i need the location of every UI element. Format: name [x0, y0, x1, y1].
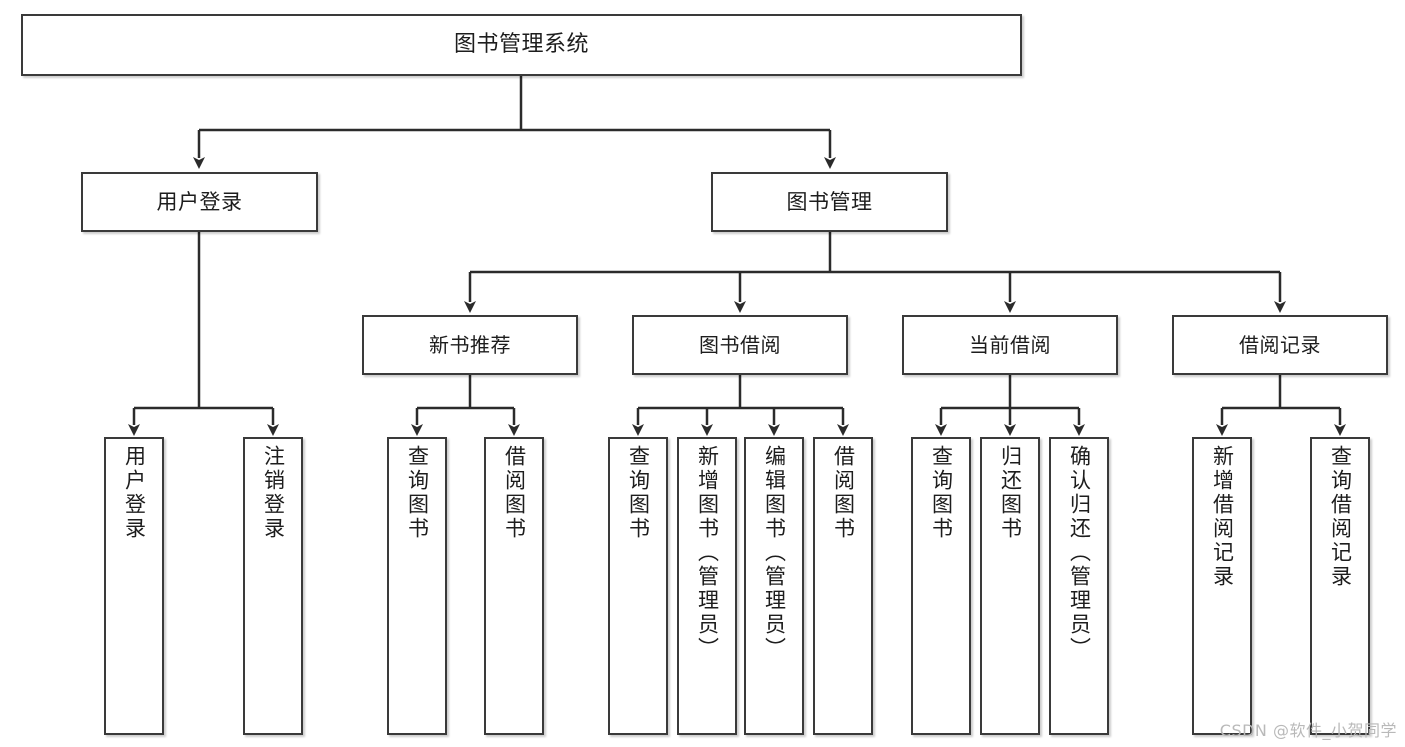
- node-book-borrow-label: 图书借阅: [699, 332, 781, 357]
- node-leaf-edit-book[interactable]: 编辑图书（管理员）: [744, 437, 804, 735]
- node-new-book-recommend-label: 新书推荐: [429, 332, 511, 357]
- node-leaf-query-record-label: 查询借阅记录: [1328, 445, 1353, 589]
- node-current-borrow-label: 当前借阅: [969, 332, 1051, 357]
- node-leaf-edit-book-label: 编辑图书（管理员）: [762, 445, 787, 661]
- node-leaf-query-book-1-label: 查询图书: [405, 445, 430, 541]
- node-leaf-return-book-label: 归还图书: [998, 445, 1023, 541]
- node-leaf-query-book-3[interactable]: 查询图书: [911, 437, 971, 735]
- node-leaf-add-book-label: 新增图书（管理员）: [695, 445, 720, 661]
- node-leaf-query-book-2[interactable]: 查询图书: [608, 437, 668, 735]
- node-leaf-query-record[interactable]: 查询借阅记录: [1310, 437, 1370, 735]
- node-leaf-user-login[interactable]: 用户登录: [104, 437, 164, 735]
- node-borrow-record[interactable]: 借阅记录: [1172, 315, 1388, 375]
- node-root-label: 图书管理系统: [453, 32, 589, 58]
- node-book-borrow[interactable]: 图书借阅: [632, 315, 848, 375]
- watermark: CSDN @软件_小贺同学: [1219, 721, 1397, 740]
- node-leaf-logout-login-label: 注销登录: [261, 445, 286, 541]
- node-leaf-query-book-2-label: 查询图书: [626, 445, 651, 541]
- node-leaf-query-book-3-label: 查询图书: [929, 445, 954, 541]
- node-leaf-confirm-return[interactable]: 确认归还（管理员）: [1049, 437, 1109, 735]
- node-new-book-recommend[interactable]: 新书推荐: [362, 315, 578, 375]
- node-user-login[interactable]: 用户登录: [81, 172, 318, 232]
- node-book-manage[interactable]: 图书管理: [711, 172, 948, 232]
- node-root[interactable]: 图书管理系统: [21, 14, 1022, 76]
- node-leaf-logout-login[interactable]: 注销登录: [243, 437, 303, 735]
- node-leaf-borrow-book-1[interactable]: 借阅图书: [484, 437, 544, 735]
- node-leaf-return-book[interactable]: 归还图书: [980, 437, 1040, 735]
- node-leaf-borrow-book-2-label: 借阅图书: [831, 445, 856, 541]
- node-current-borrow[interactable]: 当前借阅: [902, 315, 1118, 375]
- node-leaf-add-record-label: 新增借阅记录: [1210, 445, 1235, 589]
- node-book-manage-label: 图书管理: [786, 189, 873, 214]
- node-leaf-query-book-1[interactable]: 查询图书: [387, 437, 447, 735]
- node-borrow-record-label: 借阅记录: [1239, 332, 1321, 357]
- node-leaf-add-book[interactable]: 新增图书（管理员）: [677, 437, 737, 735]
- node-leaf-borrow-book-1-label: 借阅图书: [502, 445, 527, 541]
- node-leaf-confirm-return-label: 确认归还（管理员）: [1067, 445, 1092, 661]
- node-leaf-borrow-book-2[interactable]: 借阅图书: [813, 437, 873, 735]
- node-leaf-user-login-label: 用户登录: [122, 445, 147, 541]
- node-leaf-add-record[interactable]: 新增借阅记录: [1192, 437, 1252, 735]
- node-user-login-label: 用户登录: [156, 189, 243, 214]
